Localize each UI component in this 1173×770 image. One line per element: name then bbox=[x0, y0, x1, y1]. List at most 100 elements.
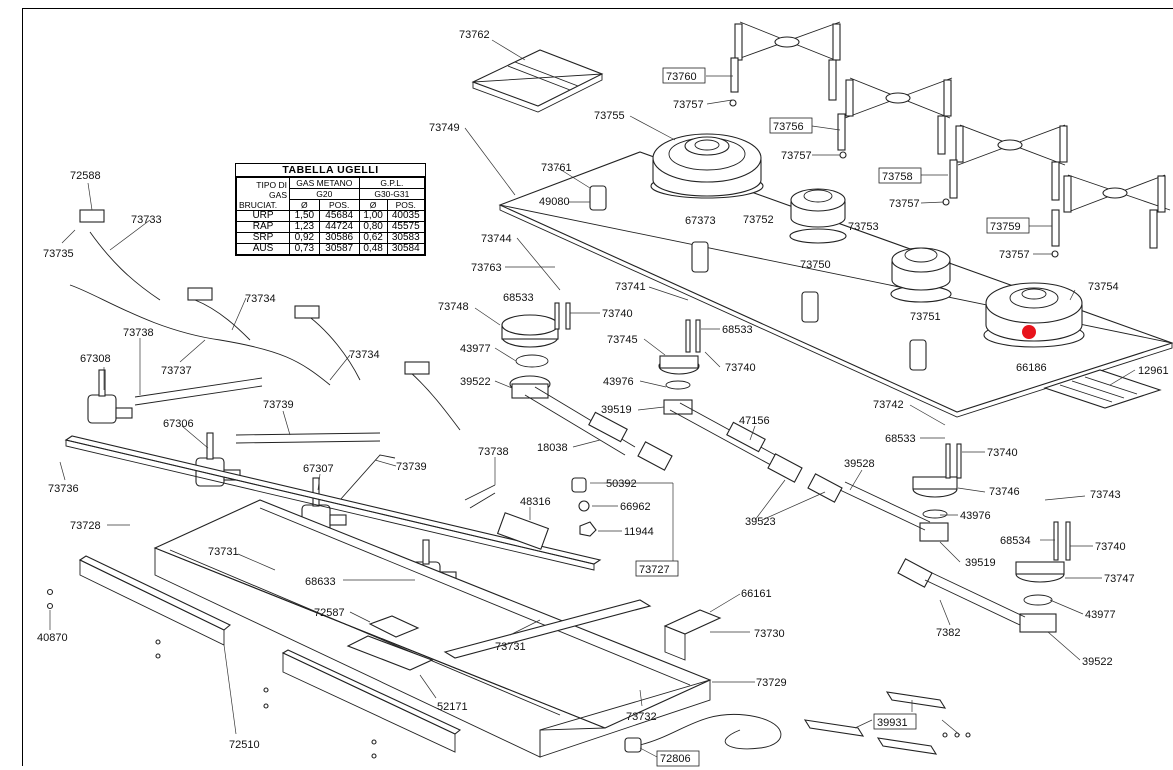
pan-support-4 bbox=[1051, 174, 1171, 249]
label-73738-b: 73738 bbox=[478, 446, 509, 458]
label-73758: 73758 bbox=[882, 171, 913, 183]
table-row: URP 1,50 45684 1,00 40035 bbox=[236, 210, 426, 222]
header-diam-2: Ø bbox=[358, 199, 388, 211]
label-48316: 48316 bbox=[520, 496, 551, 508]
label-67307: 67307 bbox=[303, 463, 334, 475]
label-73752: 73752 bbox=[743, 214, 774, 226]
label-73731-a: 73731 bbox=[208, 546, 239, 558]
label-73761: 73761 bbox=[541, 162, 572, 174]
label-39522-a: 39522 bbox=[460, 376, 491, 388]
label-73757-c: 73757 bbox=[889, 198, 920, 210]
drawing-frame bbox=[22, 8, 1173, 766]
header-gas: GAS bbox=[269, 190, 287, 200]
header-pos-1: POS. bbox=[318, 199, 360, 211]
label-66186: 66186 bbox=[1016, 362, 1047, 374]
label-18038: 18038 bbox=[537, 442, 568, 454]
label-73746: 73746 bbox=[989, 486, 1020, 498]
label-52171: 52171 bbox=[437, 701, 468, 713]
leader-lines bbox=[49, 39, 1136, 759]
pan-support-3 bbox=[949, 124, 1068, 201]
nozzle-table-title: TABELLA UGELLI bbox=[236, 164, 425, 177]
header-gas2-code: G30-G31 bbox=[358, 188, 426, 200]
wiring-harness bbox=[69, 209, 461, 431]
burner-cup-4 bbox=[1015, 521, 1071, 633]
label-73733: 73733 bbox=[131, 214, 162, 226]
gas-manifold-bar bbox=[64, 435, 602, 571]
label-73740-a: 73740 bbox=[602, 308, 633, 320]
label-73754: 73754 bbox=[1088, 281, 1119, 293]
row-burner: AUS bbox=[236, 243, 290, 255]
header-gas1-code: G20 bbox=[289, 188, 360, 200]
screws bbox=[46, 588, 971, 759]
label-43977-b: 43977 bbox=[1085, 609, 1116, 621]
row-pos-gpl: 45575 bbox=[386, 221, 426, 233]
highlight-marker bbox=[1022, 325, 1036, 339]
label-73757-b: 73757 bbox=[781, 150, 812, 162]
label-73741: 73741 bbox=[615, 281, 646, 293]
label-72510: 72510 bbox=[229, 739, 260, 751]
label-43977-a: 43977 bbox=[460, 343, 491, 355]
label-40870: 40870 bbox=[37, 632, 68, 644]
row-diam-g20: 1,23 bbox=[289, 221, 320, 233]
label-39528: 39528 bbox=[844, 458, 875, 470]
label-73757-d: 73757 bbox=[999, 249, 1030, 261]
label-73755: 73755 bbox=[594, 110, 625, 122]
burner-semi-rapid bbox=[890, 247, 952, 303]
spark-generator bbox=[496, 512, 550, 550]
label-73732: 73732 bbox=[626, 711, 657, 723]
label-68533-b: 68533 bbox=[722, 324, 753, 336]
header-bruciat: BRUCIAT. bbox=[239, 200, 278, 210]
label-68533-a: 68533 bbox=[503, 292, 534, 304]
table-row: SRP 0,92 30586 0,62 30583 bbox=[236, 232, 426, 244]
row-diam-g20: 1,50 bbox=[289, 210, 320, 222]
row-diam-gpl: 0,62 bbox=[358, 232, 388, 244]
label-73749: 73749 bbox=[429, 122, 460, 134]
header-gas1-name: GAS METANO bbox=[289, 177, 360, 189]
label-73729: 73729 bbox=[756, 677, 787, 689]
injector-holders bbox=[589, 185, 927, 371]
label-73745: 73745 bbox=[607, 334, 638, 346]
label-73740-d: 73740 bbox=[1095, 541, 1126, 553]
label-73759: 73759 bbox=[990, 221, 1021, 233]
label-73757-a: 73757 bbox=[673, 99, 704, 111]
row-burner: SRP bbox=[236, 232, 290, 244]
label-47156: 47156 bbox=[739, 415, 770, 427]
label-68633: 68633 bbox=[305, 576, 336, 588]
label-73730: 73730 bbox=[754, 628, 785, 640]
rear-bracket bbox=[663, 609, 722, 661]
gas-feed-pipes bbox=[134, 377, 496, 509]
nozzle-table: TABELLA UGELLI TIPO DI GAS BRUCIAT. GAS … bbox=[235, 163, 426, 256]
instruction-booklet bbox=[471, 49, 604, 113]
label-73747: 73747 bbox=[1104, 573, 1135, 585]
label-72587: 72587 bbox=[314, 607, 345, 619]
label-73751: 73751 bbox=[910, 311, 941, 323]
control-board bbox=[346, 615, 434, 671]
header-tipo: TIPO DI bbox=[256, 180, 287, 190]
pan-support-2 bbox=[837, 77, 953, 155]
pan-support-1 bbox=[730, 21, 841, 101]
header-gas2-name: G.P.L. bbox=[358, 177, 426, 189]
row-diam-gpl: 0,48 bbox=[358, 243, 388, 255]
header-diam-1: Ø bbox=[289, 199, 320, 211]
fittings-small bbox=[571, 477, 597, 537]
label-72588: 72588 bbox=[70, 170, 101, 182]
burner-cup-2 bbox=[658, 319, 701, 415]
row-pos-g20: 30587 bbox=[318, 243, 360, 255]
label-73734-a: 73734 bbox=[245, 293, 276, 305]
row-pos-g20: 30586 bbox=[318, 232, 360, 244]
row-diam-g20: 0,73 bbox=[289, 243, 320, 255]
label-73739-a: 73739 bbox=[263, 399, 294, 411]
label-39523: 39523 bbox=[745, 516, 776, 528]
table-row: RAP 1,23 44724 0,80 45575 bbox=[236, 221, 426, 233]
lower-casing bbox=[153, 499, 712, 758]
label-67373: 67373 bbox=[685, 215, 716, 227]
label-39522-b: 39522 bbox=[1082, 656, 1113, 668]
boxed-callouts bbox=[635, 67, 1030, 767]
row-burner: RAP bbox=[236, 221, 290, 233]
label-67308: 67308 bbox=[80, 353, 111, 365]
label-73739-b: 73739 bbox=[396, 461, 427, 473]
label-73760: 73760 bbox=[666, 71, 697, 83]
label-73763: 73763 bbox=[471, 262, 502, 274]
label-68533-c: 68533 bbox=[885, 433, 916, 445]
